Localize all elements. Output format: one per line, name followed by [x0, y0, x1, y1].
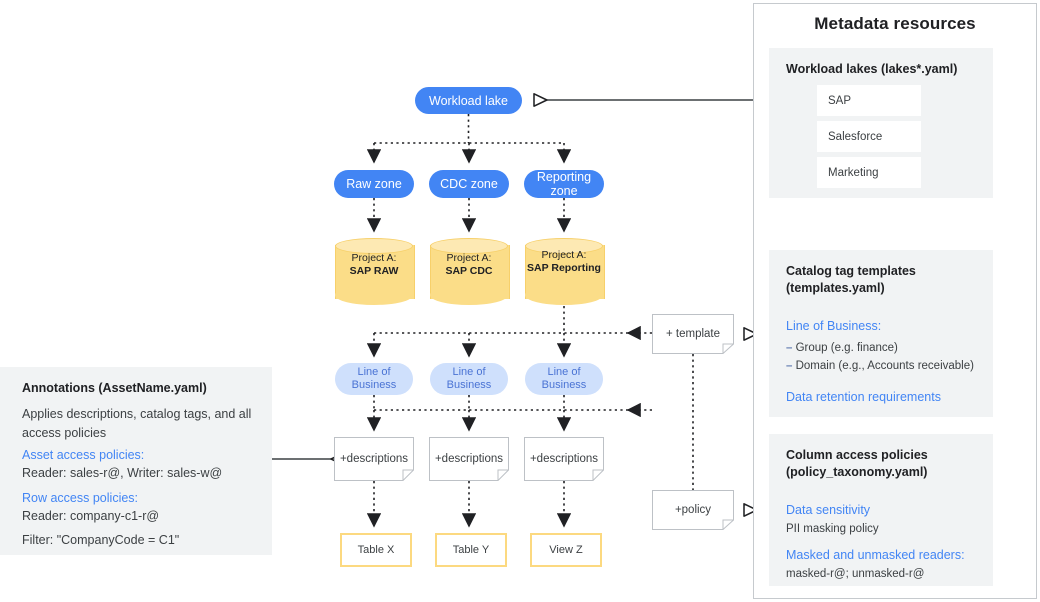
annotations-filter: Filter: "CompanyCode = C1"	[22, 533, 180, 547]
node-project-sap-raw[interactable]: Project A: SAP RAW	[335, 238, 415, 306]
column-access-policies-card: Column access policies (policy_taxonomy.…	[769, 434, 993, 586]
note-add-template[interactable]: + template	[652, 314, 734, 354]
policies-heading-line1: Column access policies	[786, 448, 928, 462]
annotations-panel: Annotations (AssetName.yaml) Applies des…	[0, 367, 272, 555]
note-descriptions-1-label: +descriptions	[339, 453, 409, 465]
note-descriptions-3[interactable]: +descriptions	[524, 437, 604, 481]
project-sap-reporting-line1: Project A:	[541, 249, 587, 261]
node-table-x[interactable]: Table X	[340, 533, 412, 567]
note-shape	[334, 437, 414, 481]
row-access-policies-heading: Row access policies:	[22, 491, 139, 505]
note-shape	[652, 314, 734, 354]
node-project-sap-cdc[interactable]: Project A: SAP CDC	[430, 238, 510, 306]
note-shape	[429, 437, 509, 481]
node-raw-zone[interactable]: Raw zone	[334, 170, 414, 198]
note-shape	[652, 490, 734, 530]
cylinder-top	[430, 238, 508, 254]
policies-heading-line2: (policy_taxonomy.yaml)	[786, 465, 928, 479]
templates-lob-heading: Line of Business:	[786, 319, 882, 333]
templates-bullet-group-text: Group (e.g. finance)	[795, 342, 898, 354]
policies-readers-value: masked-r@; unmasked-r@	[786, 568, 925, 580]
policies-readers-heading: Masked and unmasked readers:	[786, 548, 965, 562]
workload-lakes-heading: Workload lakes (lakes*.yaml)	[786, 62, 958, 76]
templates-bullet-domain-text: Domain (e.g., Accounts receivable)	[795, 360, 974, 372]
metadata-panel-title: Metadata resources	[814, 14, 976, 33]
annotations-description: Applies descriptions, catalog tags, and …	[22, 407, 252, 440]
project-sap-raw-line2: SAP RAW	[349, 265, 399, 277]
node-line-of-business-1[interactable]: Line of Business	[335, 363, 413, 395]
policies-sensitivity-heading: Data sensitivity	[786, 503, 871, 517]
templates-heading-line2: (templates.yaml)	[786, 281, 885, 295]
templates-heading-line1: Catalog tag templates	[786, 264, 916, 278]
node-table-y[interactable]: Table Y	[435, 533, 507, 567]
row-access-policies-value: Reader: company-c1-r@	[22, 509, 160, 523]
catalog-tag-templates-card: Catalog tag templates (templates.yaml) L…	[769, 250, 993, 417]
project-sap-reporting-line2: SAP Reporting	[527, 262, 601, 274]
annotations-title: Annotations (AssetName.yaml)	[22, 381, 207, 395]
cylinder-bottom	[430, 285, 508, 305]
cylinder-top	[525, 238, 603, 254]
project-sap-cdc-label: Project A: SAP CDC	[430, 252, 508, 278]
node-view-z[interactable]: View Z	[530, 533, 602, 567]
note-shape	[524, 437, 604, 481]
cylinder-bottom	[335, 285, 413, 305]
lake-item-sap[interactable]: SAP	[817, 85, 921, 116]
node-project-sap-reporting[interactable]: Project A: SAP Reporting	[525, 238, 605, 306]
project-sap-cdc-line2: SAP CDC	[445, 265, 493, 277]
note-descriptions-1[interactable]: +descriptions	[334, 437, 414, 481]
cylinder-bottom	[525, 285, 603, 305]
cylinder-top	[335, 238, 413, 254]
note-add-policy[interactable]: +policy	[652, 490, 734, 530]
node-cdc-zone[interactable]: CDC zone	[429, 170, 509, 198]
note-add-policy-label: +policy	[674, 504, 712, 516]
note-descriptions-2-label: +descriptions	[434, 453, 504, 465]
lake-item-salesforce[interactable]: Salesforce	[817, 121, 921, 152]
project-sap-reporting-label: Project A: SAP Reporting	[525, 249, 603, 275]
node-workload-lake[interactable]: Workload lake	[415, 87, 522, 114]
templates-bullet-domain: – Domain (e.g., Accounts receivable)	[786, 360, 974, 372]
node-reporting-zone[interactable]: Reporting zone	[524, 170, 604, 198]
lake-item-marketing[interactable]: Marketing	[817, 157, 921, 188]
project-sap-cdc-line1: Project A:	[446, 252, 492, 264]
project-sap-raw-line1: Project A:	[351, 252, 397, 264]
note-descriptions-3-label: +descriptions	[529, 453, 599, 465]
node-line-of-business-3[interactable]: Line of Business	[525, 363, 603, 395]
node-line-of-business-2[interactable]: Line of Business	[430, 363, 508, 395]
workload-lakes-card: Workload lakes (lakes*.yaml) SAP Salesfo…	[769, 48, 993, 198]
note-descriptions-2[interactable]: +descriptions	[429, 437, 509, 481]
templates-retention-heading: Data retention requirements	[786, 390, 941, 404]
asset-access-policies-value: Reader: sales-r@, Writer: sales-w@	[22, 466, 223, 480]
asset-access-policies-heading: Asset access policies:	[22, 448, 145, 462]
project-sap-raw-label: Project A: SAP RAW	[335, 252, 413, 278]
note-add-template-label: + template	[665, 328, 721, 340]
policies-sensitivity-value: PII masking policy	[786, 523, 879, 535]
templates-bullet-group: – Group (e.g. finance)	[786, 342, 898, 354]
